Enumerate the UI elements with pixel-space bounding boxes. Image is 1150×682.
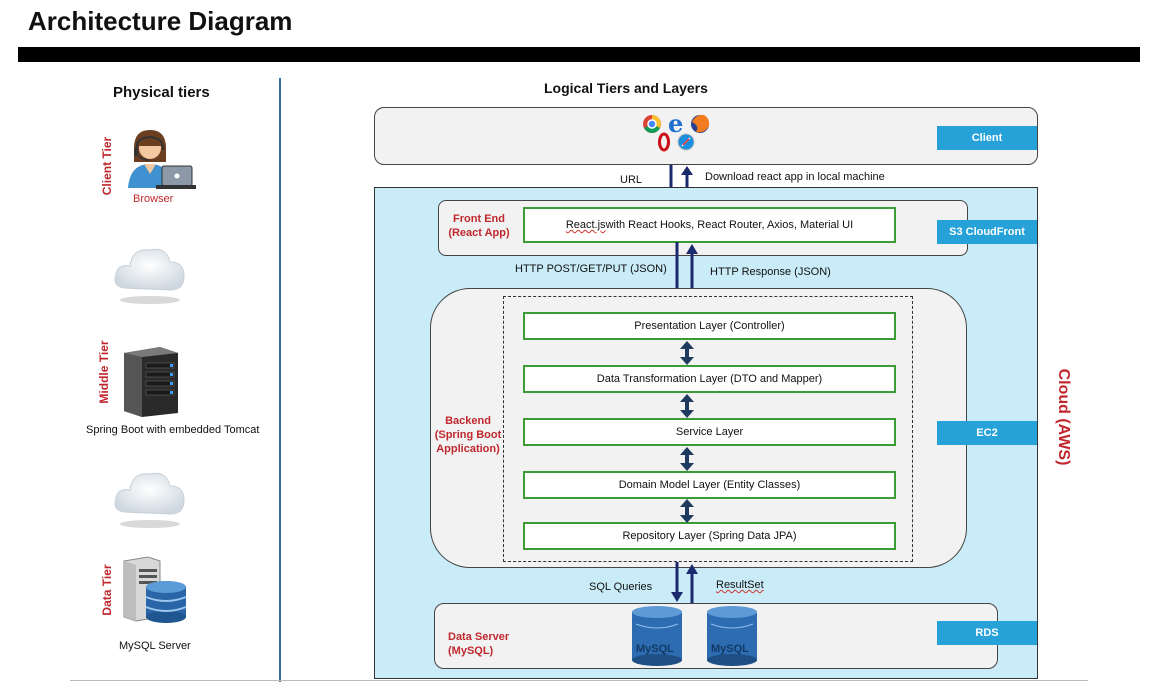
resultset-label: ResultSet	[716, 579, 764, 591]
s3-cloudfront-tag: S3 CloudFront	[937, 220, 1037, 244]
title-rule	[18, 47, 1140, 62]
cloud-icon	[114, 248, 185, 304]
browsers-icon: e	[643, 110, 710, 152]
http-request-label: HTTP POST/GET/PUT (JSON)	[515, 263, 667, 275]
svg-text:e: e	[668, 110, 683, 138]
presentation-layer: Presentation Layer (Controller)	[523, 312, 896, 340]
mysql-database-icon: MySQL	[632, 606, 682, 666]
double-arrow-icon	[680, 394, 694, 418]
repository-layer: Repository Layer (Spring Data JPA)	[523, 522, 896, 550]
cloud-icon	[114, 472, 185, 528]
mysql-logo-text: MySQL	[711, 643, 749, 655]
double-arrow-icon	[680, 499, 694, 523]
physical-tiers-heading: Physical tiers	[113, 84, 210, 101]
frontend-label: Front End (React App)	[448, 213, 510, 239]
mysql-database-icon: MySQL	[707, 606, 757, 666]
database-server-icon	[123, 556, 187, 623]
client-box	[374, 107, 1038, 165]
client-tier-label: Client Tier	[100, 136, 114, 196]
sql-queries-label: SQL Queries	[589, 581, 653, 593]
domain-model-layer: Domain Model Layer (Entity Classes)	[523, 471, 896, 499]
http-response-label: HTTP Response (JSON)	[710, 266, 831, 278]
user-laptop-icon	[128, 130, 196, 189]
section-divider	[279, 78, 281, 682]
data-tier-label: Data Tier	[100, 564, 114, 616]
sql-arrows	[671, 562, 698, 604]
browser-caption: Browser	[133, 193, 174, 205]
server-icon	[124, 347, 178, 417]
middle-tier-label: Middle Tier	[97, 340, 111, 404]
data-server-label: Data Server (MySQL)	[448, 631, 510, 657]
db-server-caption: MySQL Server	[119, 640, 191, 652]
service-layer: Service Layer	[523, 418, 896, 446]
rds-tag: RDS	[937, 621, 1037, 645]
logical-tiers-heading: Logical Tiers and Layers	[544, 80, 708, 96]
ec2-tag: EC2	[937, 421, 1037, 445]
page-title: Architecture Diagram	[28, 6, 293, 36]
url-label: URL	[620, 174, 643, 186]
double-arrow-icon	[680, 447, 694, 471]
download-label: Download react app in local machine	[705, 171, 885, 183]
backend-label: Backend (Spring Boot Application)	[434, 415, 502, 455]
mysql-logo-text: MySQL	[636, 643, 674, 655]
double-arrow-icon	[680, 341, 694, 365]
client-tag: Client	[937, 126, 1037, 150]
cloud-aws-label: Cloud (AWS)	[1055, 368, 1072, 466]
server-caption: Spring Boot with embedded Tomcat	[86, 424, 260, 436]
data-transformation-layer: Data Transformation Layer (DTO and Mappe…	[523, 365, 896, 393]
bottom-line	[70, 680, 1088, 681]
react-layer: React.js with React Hooks, React Router,…	[523, 207, 896, 243]
